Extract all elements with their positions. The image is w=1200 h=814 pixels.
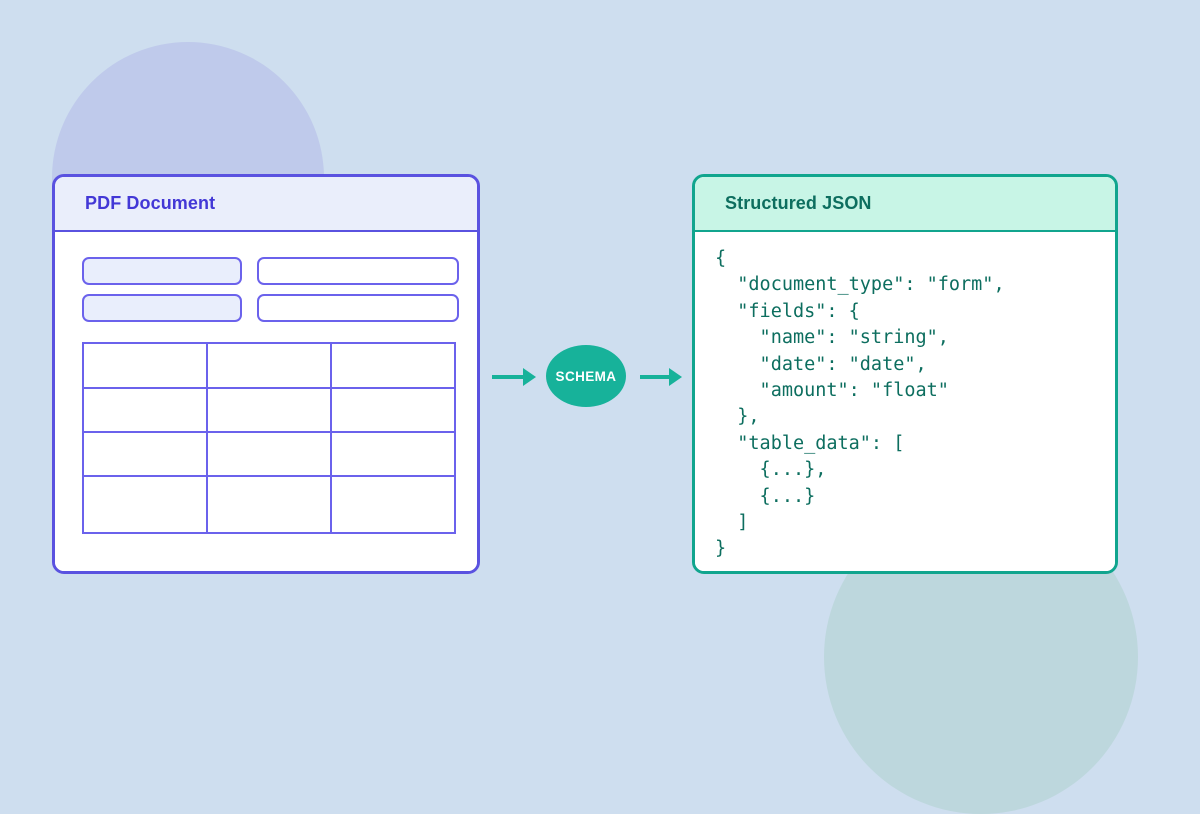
arrow-head [669, 368, 682, 386]
form-row [82, 294, 459, 322]
json-panel-body: { "document_type": "form", "fields": { "… [695, 232, 1115, 571]
table-cell [206, 387, 332, 433]
pdf-panel-title: PDF Document [55, 177, 477, 232]
arrow-shaft [640, 375, 670, 379]
pdf-panel-body [55, 232, 477, 571]
table-cell [206, 342, 332, 389]
table-cell [82, 431, 208, 477]
table-cell [330, 342, 456, 389]
form-field-label-1[interactable] [82, 257, 242, 285]
table-cell [82, 475, 208, 534]
table-row [82, 387, 456, 433]
form-row [82, 257, 459, 285]
table-row [82, 342, 456, 389]
table-cell [330, 475, 456, 534]
arrow-head [523, 368, 536, 386]
table-cell [206, 431, 332, 477]
pdf-document-panel: PDF Document [52, 174, 480, 574]
table-cell [330, 387, 456, 433]
table-cell [82, 342, 208, 389]
table-cell [206, 475, 332, 534]
arrow-schema-to-json-icon [640, 368, 682, 386]
json-panel-title: Structured JSON [695, 177, 1115, 232]
form-field-value-2[interactable] [257, 294, 459, 322]
arrow-shaft [492, 375, 524, 379]
document-table [82, 342, 456, 534]
arrow-pdf-to-schema-icon [492, 368, 536, 386]
table-row [82, 475, 456, 534]
schema-badge[interactable]: SCHEMA [546, 345, 626, 407]
table-row [82, 431, 456, 477]
table-cell [82, 387, 208, 433]
form-field-label-2[interactable] [82, 294, 242, 322]
form-field-value-1[interactable] [257, 257, 459, 285]
json-code-block: { "document_type": "form", "fields": { "… [715, 248, 1005, 560]
table-cell [330, 431, 456, 477]
structured-json-panel: Structured JSON { "document_type": "form… [692, 174, 1118, 574]
